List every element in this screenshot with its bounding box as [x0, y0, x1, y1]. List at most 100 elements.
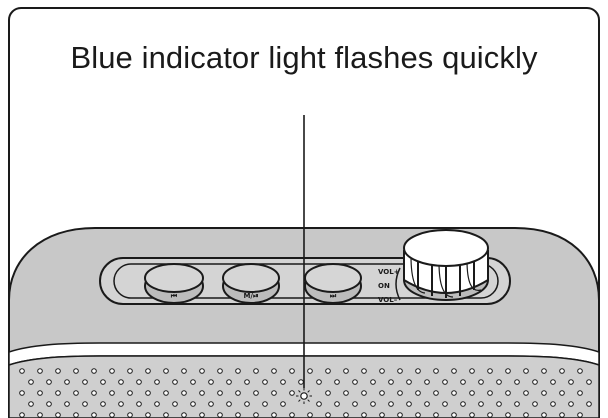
grille-hole — [136, 379, 142, 385]
grille-hole — [82, 401, 88, 407]
grille-hole — [55, 368, 61, 374]
grille-hole — [271, 368, 277, 374]
grille-hole — [235, 412, 241, 418]
mode-button[interactable]: M/⏯ — [222, 263, 280, 304]
grille-hole — [208, 401, 214, 407]
grille-hole — [433, 412, 439, 418]
grille-hole — [181, 368, 187, 374]
grille-hole — [505, 390, 511, 396]
grille-hole — [550, 401, 556, 407]
grille-hole — [280, 379, 286, 385]
grille-hole — [118, 379, 124, 385]
prev-button[interactable]: ⏮ — [144, 263, 204, 304]
grille-hole — [478, 401, 484, 407]
grille-hole — [37, 368, 43, 374]
grille-hole — [397, 390, 403, 396]
on-label: ON — [378, 282, 390, 290]
grille-hole — [100, 401, 106, 407]
grille-hole — [91, 412, 97, 418]
callout-caption: Blue indicator light flashes quickly — [70, 40, 538, 75]
grille-hole — [523, 412, 529, 418]
grille-hole — [199, 368, 205, 374]
grille-hole — [559, 368, 565, 374]
grille-hole — [496, 401, 502, 407]
grille-hole — [505, 368, 511, 374]
grille-hole — [244, 379, 250, 385]
grille-hole — [505, 412, 511, 418]
grille-hole — [352, 379, 358, 385]
grille-hole — [352, 401, 358, 407]
grille-hole — [514, 379, 520, 385]
grille-hole — [271, 412, 277, 418]
grille-hole — [415, 412, 421, 418]
next-button[interactable]: ⏭ — [304, 263, 362, 304]
grille-hole — [568, 401, 574, 407]
grille-hole — [334, 379, 340, 385]
grille-hole — [154, 379, 160, 385]
grille-hole — [208, 379, 214, 385]
grille-hole — [316, 401, 322, 407]
grille-hole — [64, 401, 70, 407]
grille-hole — [181, 390, 187, 396]
grille-hole — [325, 368, 331, 374]
grille-hole — [406, 401, 412, 407]
grille-hole — [73, 390, 79, 396]
grille-hole — [19, 390, 25, 396]
grille-hole — [172, 401, 178, 407]
grille-hole — [37, 412, 43, 418]
grille-hole — [73, 412, 79, 418]
grille-hole — [451, 412, 457, 418]
grille-hole — [181, 412, 187, 418]
grille-hole — [388, 401, 394, 407]
grille-hole — [163, 390, 169, 396]
grille-hole — [325, 412, 331, 418]
grille-hole — [199, 390, 205, 396]
grille-hole — [577, 390, 583, 396]
grille-hole — [64, 379, 70, 385]
grille-hole — [397, 412, 403, 418]
grille-hole — [433, 368, 439, 374]
mode-button-label: M/⏯ — [243, 292, 258, 300]
grille-hole — [469, 368, 475, 374]
grille-hole — [307, 368, 313, 374]
grille-hole — [415, 390, 421, 396]
grille-hole — [586, 401, 592, 407]
grille-hole — [91, 368, 97, 374]
grille-hole — [226, 379, 232, 385]
grille-hole — [253, 412, 259, 418]
grille-hole — [55, 412, 61, 418]
grille-hole — [109, 412, 115, 418]
grille-hole — [289, 390, 295, 396]
grille-hole — [82, 379, 88, 385]
grille-hole — [226, 401, 232, 407]
grille-hole — [127, 412, 133, 418]
grille-hole — [451, 390, 457, 396]
grille-hole — [370, 401, 376, 407]
grille-hole — [199, 412, 205, 418]
grille-hole — [28, 379, 34, 385]
grille-hole — [433, 390, 439, 396]
grille-hole — [127, 390, 133, 396]
grille-hole — [496, 379, 502, 385]
grille-hole — [262, 379, 268, 385]
grille-hole — [379, 390, 385, 396]
grille-hole — [451, 368, 457, 374]
grille-hole — [217, 412, 223, 418]
grille-holes — [19, 368, 592, 418]
grille-hole — [577, 368, 583, 374]
grille-hole — [523, 390, 529, 396]
grille-hole — [469, 412, 475, 418]
grille-hole — [424, 379, 430, 385]
control-panel-inner — [113, 263, 499, 299]
grille-hole — [532, 401, 538, 407]
grille-hole — [469, 390, 475, 396]
grille-hole — [145, 368, 151, 374]
grille-hole — [541, 390, 547, 396]
grille-hole — [586, 379, 592, 385]
grille-hole — [145, 390, 151, 396]
grille-hole — [397, 368, 403, 374]
grille-hole — [379, 368, 385, 374]
grille-hole — [55, 390, 61, 396]
volume-knob[interactable] — [403, 229, 489, 301]
